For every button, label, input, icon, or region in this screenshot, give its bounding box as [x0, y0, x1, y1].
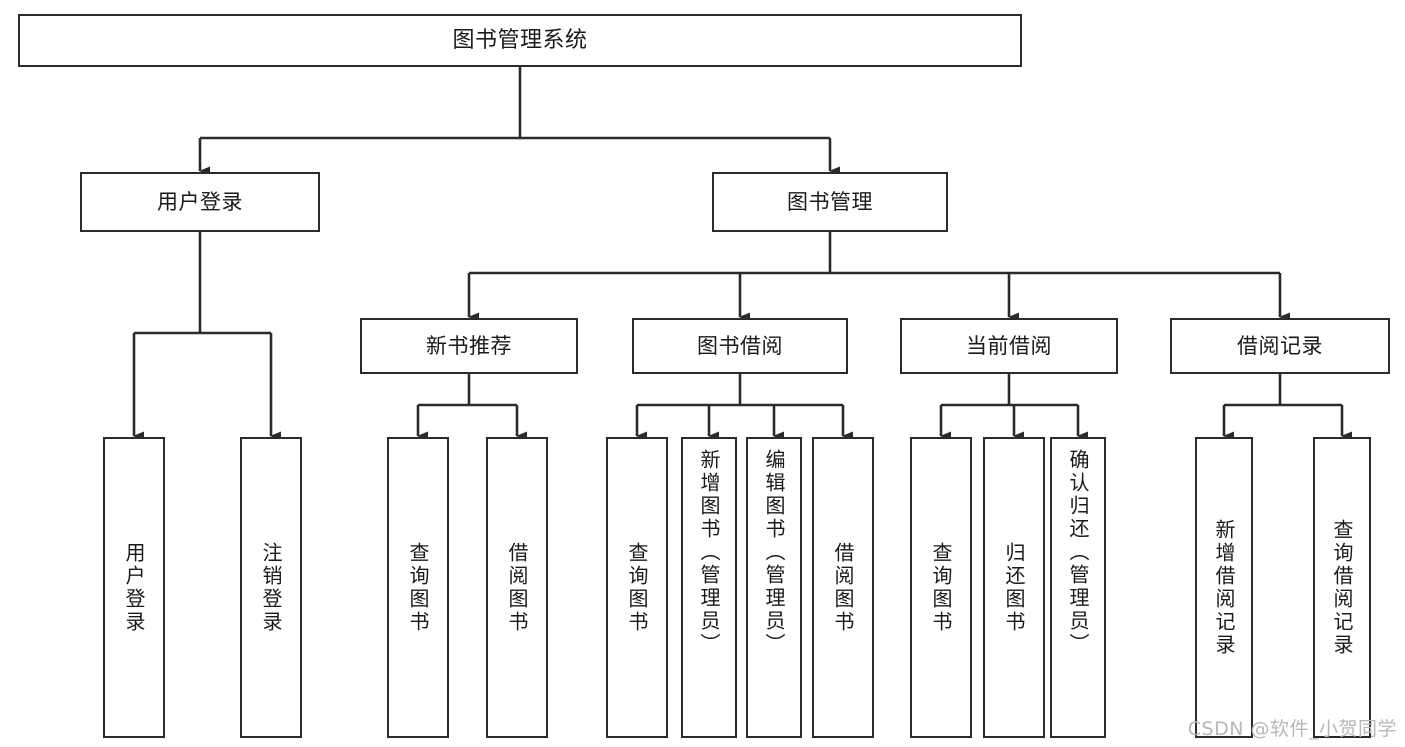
node-l8[interactable]: 借阅图书 — [812, 437, 874, 738]
node-l9[interactable]: 查询图书 — [910, 437, 972, 738]
node-label: 借阅记录 — [1237, 333, 1323, 358]
node-l3[interactable]: 查询图书 — [387, 437, 449, 738]
node-label: 查询借阅记录 — [1330, 518, 1354, 657]
node-label: 借阅图书 — [831, 541, 855, 634]
node-login[interactable]: 用户登录 — [80, 172, 320, 232]
node-label: 图书管理系统 — [452, 27, 588, 53]
node-l4[interactable]: 借阅图书 — [486, 437, 548, 738]
node-l12[interactable]: 新增借阅记录 — [1195, 437, 1253, 738]
node-l2[interactable]: 注销登录 — [240, 437, 302, 738]
node-label: 借阅图书 — [505, 541, 529, 634]
watermark-label: CSDN @软件_小贺同学 — [1187, 718, 1397, 740]
node-label: 图书管理 — [787, 189, 873, 214]
node-label: 用户登录 — [122, 541, 146, 634]
node-label: 归还图书 — [1002, 541, 1026, 634]
node-records[interactable]: 借阅记录 — [1170, 318, 1390, 374]
node-label: 新增借阅记录 — [1212, 518, 1236, 657]
node-newrec[interactable]: 新书推荐 — [360, 318, 578, 374]
node-label: 查询图书 — [625, 541, 649, 634]
node-bookmgmt[interactable]: 图书管理 — [712, 172, 948, 232]
node-l5[interactable]: 查询图书 — [606, 437, 668, 738]
node-l7[interactable]: 编辑图书（管理员） — [746, 437, 802, 738]
node-borrow[interactable]: 图书借阅 — [632, 318, 848, 374]
node-label: 新增图书（管理员） — [697, 449, 721, 656]
node-label: 新书推荐 — [426, 333, 512, 358]
node-label: 查询图书 — [929, 541, 953, 634]
node-label: 查询图书 — [406, 541, 430, 634]
node-label: 编辑图书（管理员） — [762, 449, 786, 656]
node-l13[interactable]: 查询借阅记录 — [1313, 437, 1371, 738]
node-label: 当前借阅 — [966, 333, 1052, 358]
node-current[interactable]: 当前借阅 — [900, 318, 1118, 374]
node-label: 确认归还（管理员） — [1066, 449, 1090, 656]
node-l11[interactable]: 确认归还（管理员） — [1050, 437, 1106, 738]
node-l10[interactable]: 归还图书 — [983, 437, 1045, 738]
node-label: 图书借阅 — [697, 333, 783, 358]
node-l1[interactable]: 用户登录 — [103, 437, 165, 738]
node-label: 用户登录 — [157, 189, 243, 214]
node-root[interactable]: 图书管理系统 — [18, 14, 1022, 67]
node-l6[interactable]: 新增图书（管理员） — [681, 437, 737, 738]
node-label: 注销登录 — [259, 541, 283, 634]
